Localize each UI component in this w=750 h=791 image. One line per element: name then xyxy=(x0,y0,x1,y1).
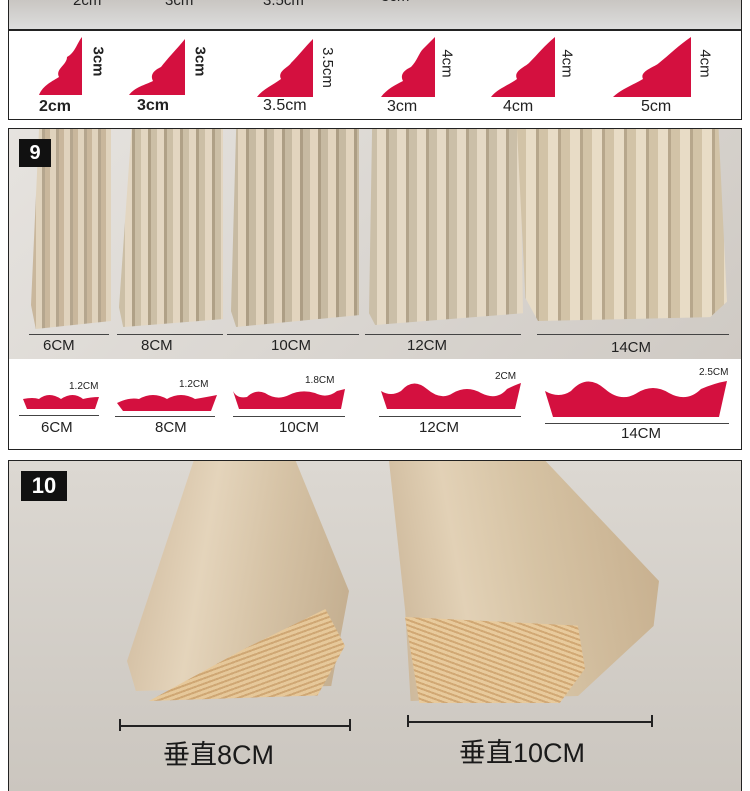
dimension-line xyxy=(29,334,109,335)
profile-width-label: 3cm xyxy=(387,98,418,115)
vertical-size-label: 垂直10CM xyxy=(459,738,586,768)
profile-width-label: 3.5cm xyxy=(263,97,307,114)
section-badge: 9 xyxy=(19,139,51,167)
cross-section-profile xyxy=(545,381,727,417)
profile-width-label: 6CM xyxy=(41,419,73,436)
cut-label: 3cm xyxy=(381,0,409,5)
moulding-10cm-photo xyxy=(231,129,359,327)
dimension-line xyxy=(407,721,653,723)
profile-width-label: 8CM xyxy=(155,419,187,436)
profile-width-label: 5cm xyxy=(641,98,672,115)
dimension-line xyxy=(19,415,99,416)
corner-profile-panel: 3cm 2cm 3cm 3cm 3.5cm 3.5cm 4cm 3cm 4cm … xyxy=(8,30,742,120)
corner-profile-shape xyxy=(381,37,435,97)
panel-9: 9 6CM 8CM 10CM 12CM 14CM 1.2CM 6CM 1.2CM… xyxy=(8,128,742,450)
cut-label: 3cm xyxy=(165,0,194,9)
vertical-size-label: 垂直8CM xyxy=(163,740,275,770)
profile-height-label: 3cm xyxy=(89,46,107,77)
moulding-10cm-end-grain xyxy=(405,617,585,703)
cross-section-profile xyxy=(23,395,99,409)
dimension-line xyxy=(117,334,223,335)
dimension-line xyxy=(545,423,729,424)
profile-width-label: 3cm xyxy=(137,97,170,114)
section-badge: 10 xyxy=(21,471,67,501)
profile-width-label: 4cm xyxy=(503,98,534,115)
cut-label: 2cm xyxy=(73,0,102,9)
photo-width-label: 6CM xyxy=(43,337,75,354)
photo-width-label: 14CM xyxy=(611,339,652,356)
dimension-line xyxy=(233,416,345,417)
photo-width-label: 12CM xyxy=(407,337,448,354)
dimension-tick xyxy=(119,719,121,731)
profile-width-label: 14CM xyxy=(621,425,662,442)
profile-height-label: 4cm xyxy=(438,49,456,78)
moulding-12cm-photo xyxy=(369,129,523,325)
profile-depth-label: 1.8CM xyxy=(305,375,335,386)
moulding-8cm-photo xyxy=(119,129,223,327)
profile-width-label: 10CM xyxy=(279,419,320,436)
photo-width-label: 8CM xyxy=(141,337,173,354)
profile-width-label: 12CM xyxy=(419,419,460,436)
profile-depth-label: 1.2CM xyxy=(179,379,209,390)
cross-section-profile xyxy=(381,383,521,409)
dimension-line xyxy=(115,416,215,417)
top-photo-strip: 2cm 3cm 3.5cm 3cm xyxy=(8,0,742,30)
profile-height-label: 3.5cm xyxy=(318,47,336,88)
moulding-14cm-photo xyxy=(517,129,727,321)
cross-section-profile xyxy=(233,389,345,409)
dimension-line xyxy=(365,334,521,335)
dimension-line xyxy=(227,334,359,335)
cross-section-profile xyxy=(117,395,217,411)
profile-depth-label: 1.2CM xyxy=(69,381,99,392)
dimension-tick xyxy=(349,719,351,731)
profile-height-label: 3cm xyxy=(191,46,209,77)
profile-depth-label: 2.5CM xyxy=(699,367,729,378)
dimension-tick xyxy=(407,715,409,727)
corner-profile-shape xyxy=(491,37,555,97)
corner-profile-shape xyxy=(129,39,185,95)
photo-width-label: 10CM xyxy=(271,337,312,354)
corner-profile-shape xyxy=(613,37,691,97)
dimension-line xyxy=(537,334,729,335)
profile-height-label: 4cm xyxy=(696,49,714,78)
panel-10: 10 垂直8CM 垂直10CM xyxy=(8,460,742,791)
profile-depth-label: 2CM xyxy=(495,371,517,382)
corner-profile-shape xyxy=(257,39,313,97)
profile-width-label: 2cm xyxy=(39,98,72,115)
dimension-line xyxy=(379,416,521,417)
dimension-line xyxy=(119,725,351,727)
profile-height-label: 4cm xyxy=(558,49,576,78)
dimension-tick xyxy=(651,715,653,727)
cut-label: 3.5cm xyxy=(263,0,304,9)
corner-profile-shape xyxy=(39,37,82,95)
